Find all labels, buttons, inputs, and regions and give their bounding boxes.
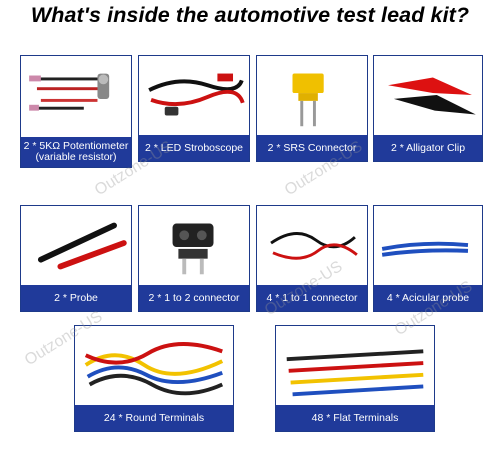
- led-stroboscope-image: [139, 56, 249, 135]
- item-probe: 2 * Probe: [20, 205, 132, 312]
- item-label: 2 * LED Stroboscope: [139, 135, 249, 161]
- item-alligator-clip: 2 * Alligator Clip: [373, 55, 483, 162]
- item-label-line2: (variable resistor): [35, 151, 117, 163]
- item-label: 24 * Round Terminals: [75, 405, 233, 431]
- acicular-probe-image: [374, 206, 482, 285]
- item-label-line1: 2 * 5KΩ Potentiometer: [23, 140, 129, 152]
- item-potentiometer: 2 * 5KΩ Potentiometer (variable resistor…: [20, 55, 132, 168]
- round-terminals-image: [75, 326, 233, 405]
- item-1to2-connector: 2 * 1 to 2 connector: [138, 205, 250, 312]
- item-label: 2 * 1 to 2 connector: [139, 285, 249, 311]
- item-label: 2 * SRS Connector: [257, 135, 367, 161]
- item-srs-connector: 2 * SRS Connector: [256, 55, 368, 162]
- item-label: 4 * Acicular probe: [374, 285, 482, 311]
- item-round-terminals: 24 * Round Terminals: [74, 325, 234, 432]
- probe-image: [21, 206, 131, 285]
- item-label: 2 * Alligator Clip: [374, 135, 482, 161]
- item-label: 4 * 1 to 1 connector: [257, 285, 367, 311]
- 1to2-connector-image: [139, 206, 249, 285]
- flat-terminals-image: [276, 326, 434, 405]
- page-title: What's inside the automotive test lead k…: [30, 3, 470, 27]
- item-acicular-probe: 4 * Acicular probe: [373, 205, 483, 312]
- item-label: 48 * Flat Terminals: [276, 405, 434, 431]
- item-1to1-connector: 4 * 1 to 1 connector: [256, 205, 368, 312]
- srs-connector-image: [257, 56, 367, 135]
- potentiometer-image: [21, 56, 131, 137]
- item-label: 2 * 5KΩ Potentiometer (variable resistor…: [21, 137, 131, 167]
- 1to1-connector-image: [257, 206, 367, 285]
- item-label: 2 * Probe: [21, 285, 131, 311]
- item-led-stroboscope: 2 * LED Stroboscope: [138, 55, 250, 162]
- alligator-clip-image: [374, 56, 482, 135]
- item-flat-terminals: 48 * Flat Terminals: [275, 325, 435, 432]
